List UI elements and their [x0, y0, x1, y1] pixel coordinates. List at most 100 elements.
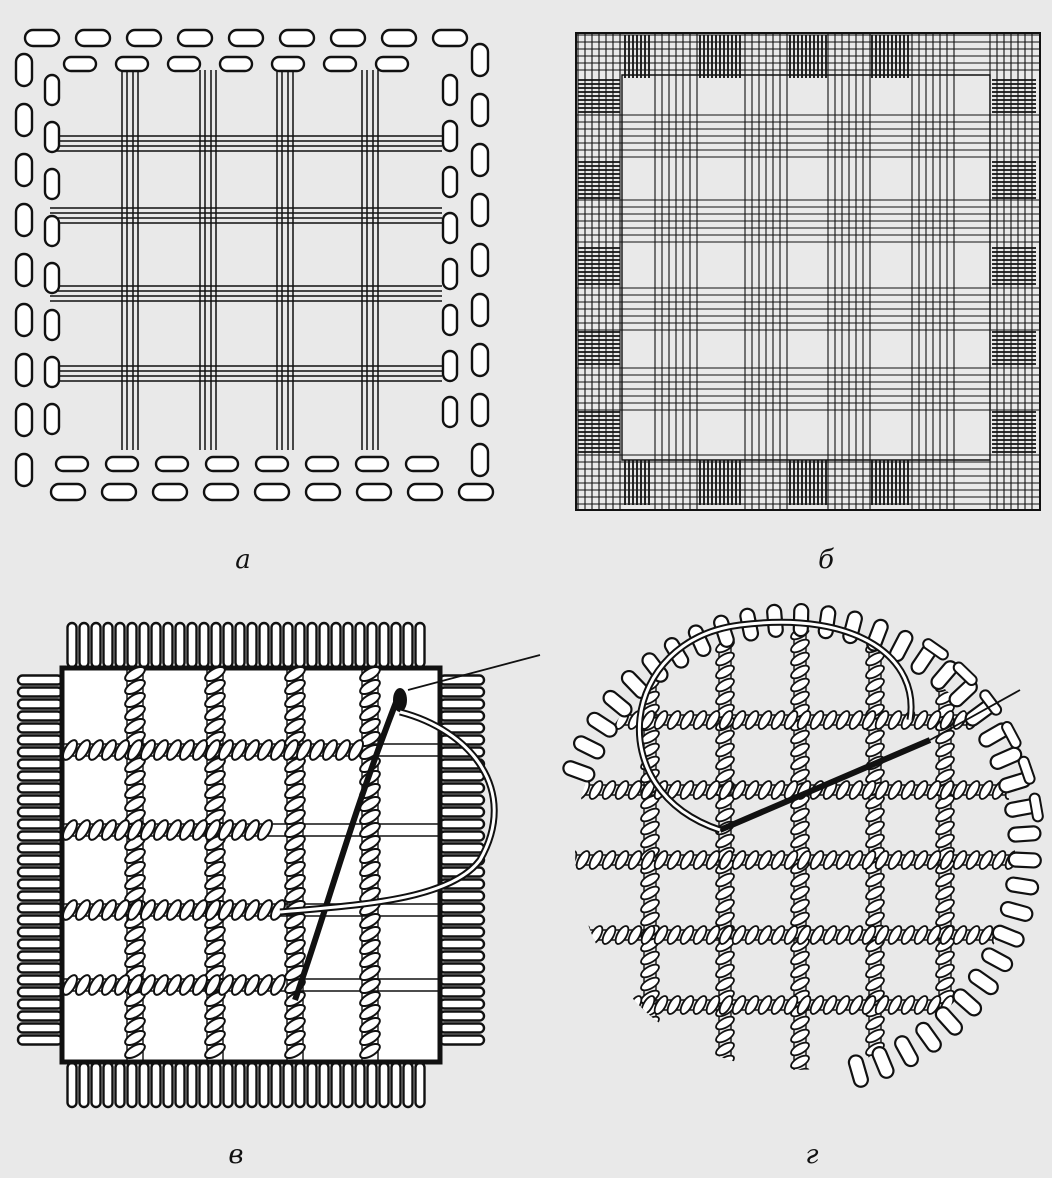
fringe-bottom	[116, 1063, 125, 1107]
fringe-top	[152, 623, 161, 667]
inner-stitch-left	[45, 216, 59, 246]
outer-stitch-right	[472, 444, 488, 476]
twisted-bar-wrap	[990, 994, 1008, 1016]
inner-stitch-left	[45, 263, 59, 293]
fringe-right	[440, 712, 484, 721]
fringe-bottom	[176, 1063, 185, 1107]
outer-stitch-top	[127, 30, 161, 46]
fringe-bottom	[80, 1063, 89, 1107]
fringe-left	[18, 856, 62, 865]
fringe-right	[440, 844, 484, 853]
fringe-right	[440, 1012, 484, 1021]
fringe-bottom	[368, 1063, 377, 1107]
outer-stitch-right	[472, 44, 488, 76]
outer-stitch-top	[280, 30, 314, 46]
fringe-top	[212, 623, 221, 667]
inner-stitch-bottom	[306, 457, 338, 471]
fringe-left	[18, 904, 62, 913]
twisted-bar-wrap	[561, 709, 579, 731]
fringe-top	[116, 623, 125, 667]
fringe-right	[440, 916, 484, 925]
fringe-bottom	[164, 1063, 173, 1107]
fringe-bottom	[140, 1063, 149, 1107]
twisted-bar-wrap	[714, 1066, 736, 1084]
outer-stitch-left	[16, 54, 32, 86]
outer-stitch-bottom	[306, 484, 340, 500]
outer-stitch-right	[472, 144, 488, 176]
fringe-right	[440, 820, 484, 829]
inner-stitch-top	[220, 57, 252, 71]
twisted-bar-wrap	[639, 1053, 661, 1071]
fringe-top	[128, 623, 137, 667]
buttonhole-stitch	[999, 900, 1034, 922]
panel-g-drawing	[560, 600, 1044, 1090]
inner-stitch-right	[443, 397, 457, 427]
buttonhole-stitch	[1005, 877, 1039, 896]
buttonhole-stitch	[914, 1020, 944, 1054]
fringe-left	[18, 928, 62, 937]
fringe-bottom	[224, 1063, 233, 1107]
inner-border	[622, 75, 990, 460]
fringe-top	[392, 623, 401, 667]
buttonhole-stitch	[1008, 852, 1041, 867]
buttonhole-stitch	[988, 745, 1023, 771]
fringe-left	[18, 952, 62, 961]
fringe-bottom	[236, 1063, 245, 1107]
fringe-right	[440, 832, 484, 841]
fringe-right	[440, 700, 484, 709]
fabric-border	[576, 33, 1040, 510]
outer-stitch-bottom	[357, 484, 391, 500]
fringe-top	[92, 623, 101, 667]
panel-v-drawing	[18, 623, 540, 1107]
inner-stitch-left	[45, 357, 59, 387]
fringe-bottom	[128, 1063, 137, 1107]
outer-stitch-top	[229, 30, 263, 46]
outer-stitch-bottom	[102, 484, 136, 500]
fringe-left	[18, 808, 62, 817]
fringe-bottom	[152, 1063, 161, 1107]
fringe-left	[18, 820, 62, 829]
fringe-bottom	[200, 1063, 209, 1107]
buttonhole-stitch	[933, 1004, 965, 1037]
fringe-right	[440, 1036, 484, 1045]
fringe-bottom	[92, 1063, 101, 1107]
outer-stitch-right	[472, 94, 488, 126]
fringe-left	[18, 796, 62, 805]
fringe-bottom	[212, 1063, 221, 1107]
fringe-right	[440, 952, 484, 961]
inner-stitch-top	[272, 57, 304, 71]
fringe-right	[440, 784, 484, 793]
fringe-left	[18, 760, 62, 769]
fringe-left	[18, 688, 62, 697]
twisted-bar-wrap	[574, 924, 592, 946]
outer-stitch-left	[16, 254, 32, 286]
caption-g: г	[805, 1140, 818, 1170]
fringe-left	[18, 772, 62, 781]
fringe-left	[18, 784, 62, 793]
twisted-bar-wrap	[639, 1066, 661, 1084]
outer-stitch-top	[25, 30, 59, 46]
panel-a-drawing	[16, 30, 493, 500]
inner-stitch-top	[168, 57, 200, 71]
inner-stitch-bottom	[156, 457, 188, 471]
twisted-bar-wrap	[639, 637, 661, 655]
panel-b-drawing	[576, 33, 1040, 510]
fringe-bottom	[344, 1063, 353, 1107]
fringe-bottom	[260, 1063, 269, 1107]
fringe-right	[440, 940, 484, 949]
fringe-top	[188, 623, 197, 667]
outer-stitch-bottom	[408, 484, 442, 500]
fringe-right	[440, 928, 484, 937]
inner-stitch-left	[45, 122, 59, 152]
inner-stitch-left	[45, 75, 59, 105]
fringe-top	[344, 623, 353, 667]
inner-stitch-bottom	[56, 457, 88, 471]
fringe-left	[18, 1012, 62, 1021]
fringe-left	[18, 736, 62, 745]
fringe-top	[368, 623, 377, 667]
buttonhole-stitch	[980, 946, 1015, 974]
fringe-left	[18, 880, 62, 889]
buttonhole-stitch	[1008, 826, 1041, 842]
outer-stitch-left	[16, 104, 32, 136]
